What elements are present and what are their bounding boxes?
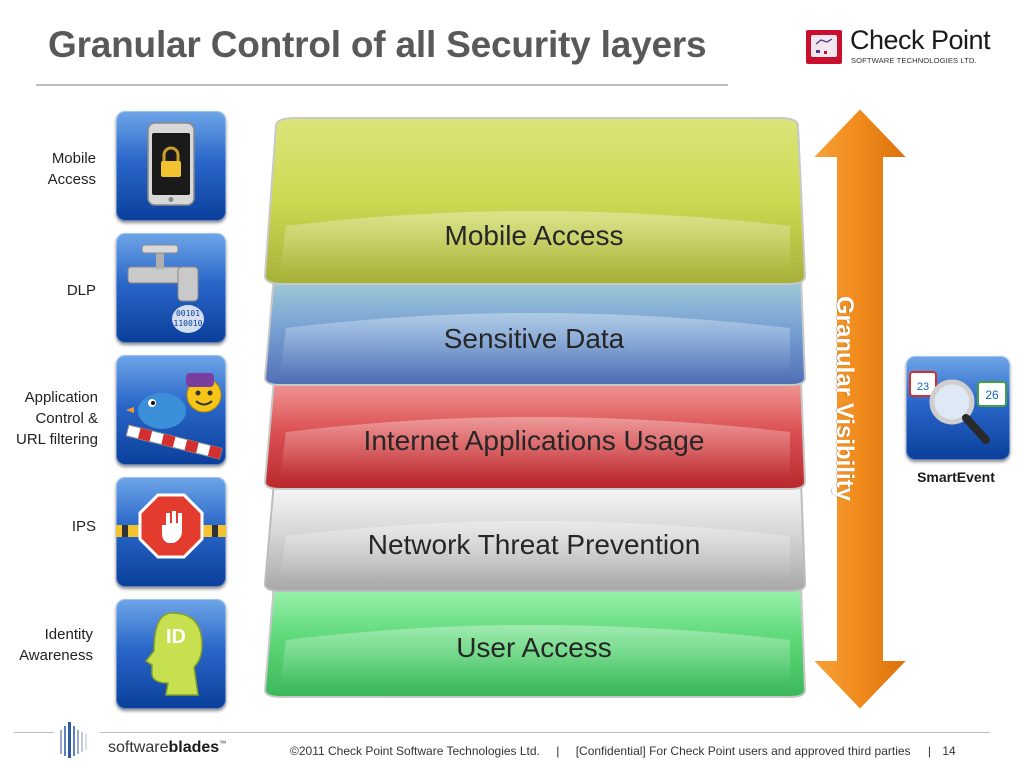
magnifier-icon: 23 26 (906, 356, 1010, 460)
layer-sensitive-data (263, 268, 807, 386)
page-number: 14 (942, 744, 956, 758)
footer-copyright: ©2011 Check Point Software Technologies … (290, 744, 540, 758)
footer-divider-left (14, 732, 54, 733)
footer-separator: | (556, 744, 560, 758)
softwareblades-mark-icon (60, 722, 87, 758)
granular-visibility-label: Granular Visibility (831, 296, 858, 501)
svg-text:26: 26 (985, 388, 999, 402)
svg-text:110010: 110010 (174, 319, 203, 328)
logo-mark-icon (806, 30, 842, 64)
faucet-data-icon: 00101 110010 (116, 233, 226, 343)
layer-label-mobile-access: Mobile Access (444, 220, 624, 251)
id-head-icon: ID (116, 599, 226, 709)
layer-label-sensitive-data: Sensitive Data (443, 323, 625, 354)
title-divider (36, 84, 728, 86)
check-point-logo: Check Point SOFTWARE TECHNOLOGIES LTD. (806, 25, 1001, 68)
layer-network-threat-prevention (263, 474, 807, 592)
stop-hand-icon (116, 477, 226, 587)
page-title: Granular Control of all Security layers (48, 24, 707, 65)
svg-text:00101: 00101 (176, 309, 200, 318)
footer-divider (100, 732, 990, 733)
blade-label-dlp: DLP (66, 282, 96, 299)
footer-separator: | (927, 744, 932, 758)
svg-text:23: 23 (917, 381, 929, 393)
layer-label-internet-applications-usage: Internet Applications Usage (363, 425, 705, 456)
layer-label-user-access: User Access (456, 632, 612, 663)
layer-user-access (263, 577, 807, 698)
svg-text:ID: ID (166, 626, 186, 648)
blade-label-ips: IPS (71, 518, 96, 535)
smartevent-label: SmartEvent (917, 469, 995, 485)
phone-lock-icon (116, 111, 226, 221)
logo-name: Check Point (850, 25, 991, 55)
layer-internet-applications-usage (263, 372, 807, 490)
footer-text: ©2011 Check Point Software Technologies … (290, 744, 956, 758)
logo-subtitle: SOFTWARE TECHNOLOGIES LTD. (851, 56, 977, 65)
layer-mobile-access (263, 117, 807, 285)
layer-label-network-threat-prevention: Network Threat Prevention (367, 529, 701, 560)
footer-confidential: [Confidential] For Check Point users and… (575, 744, 911, 758)
bird-smiley-icon (116, 355, 226, 465)
softwareblades-wordmark: softwareblades™ (108, 739, 227, 756)
